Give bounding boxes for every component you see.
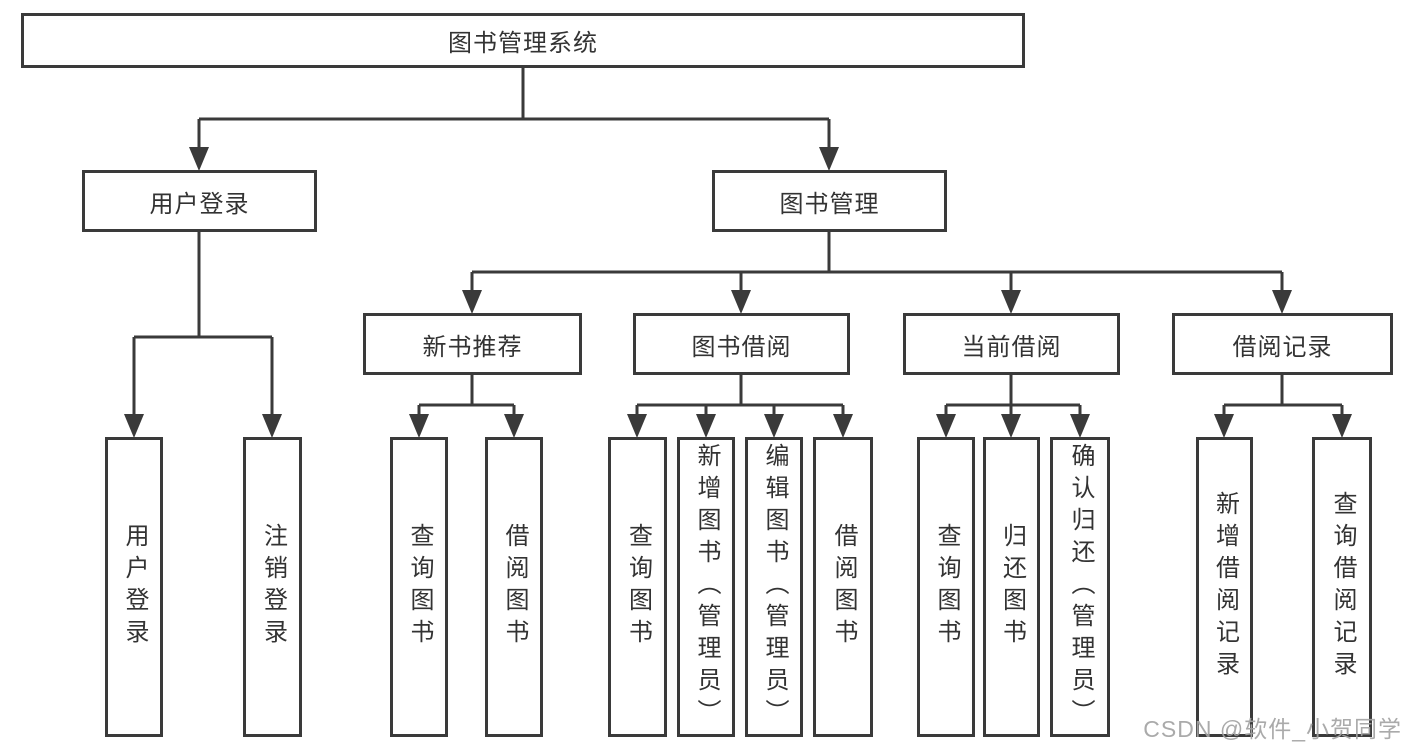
node-label: 图书借阅	[691, 333, 792, 361]
leaf-add-books-admin: 新增图书（管理员）	[677, 437, 735, 737]
node-label: 图书管理系统	[448, 30, 598, 57]
node-label: 借阅图书	[830, 523, 857, 651]
leaf-user-login: 用户登录	[105, 437, 163, 737]
node-label: 新增图书（管理员）	[693, 443, 720, 731]
leaf-borrow-books-recommend: 借阅图书	[485, 437, 543, 737]
leaf-confirm-return-admin: 确认归还（管理员）	[1050, 437, 1110, 737]
leaf-logout: 注销登录	[243, 437, 302, 737]
node-label: 用户登录	[149, 190, 250, 218]
node-current-borrow: 当前借阅	[903, 313, 1120, 375]
node-label: 新增借阅记录	[1211, 491, 1239, 683]
node-label: 确认归还（管理员）	[1067, 443, 1094, 731]
node-label: 借阅记录	[1232, 333, 1333, 361]
node-book-borrow: 图书借阅	[633, 313, 850, 375]
node-label: 注销登录	[259, 523, 287, 651]
node-label: 图书管理	[779, 190, 880, 218]
leaf-add-borrow-record: 新增借阅记录	[1196, 437, 1253, 737]
node-label: 查询图书	[933, 523, 960, 651]
node-user-login: 用户登录	[82, 170, 317, 232]
node-label: 归还图书	[998, 523, 1026, 651]
leaf-query-borrow-record: 查询借阅记录	[1312, 437, 1372, 737]
node-label: 新书推荐	[422, 333, 523, 361]
node-new-book-recommend: 新书推荐	[363, 313, 582, 375]
watermark-text: CSDN @软件_小贺同学	[1143, 716, 1402, 742]
node-label: 借阅图书	[501, 523, 528, 651]
node-label: 查询图书	[624, 523, 652, 651]
arrowhead-icons	[124, 147, 1352, 438]
leaf-query-books-borrow: 查询图书	[608, 437, 667, 737]
node-label: 查询借阅记录	[1329, 491, 1356, 683]
leaf-borrow-books: 借阅图书	[813, 437, 873, 737]
node-label: 编辑图书（管理员）	[761, 443, 788, 731]
leaf-edit-books-admin: 编辑图书（管理员）	[745, 437, 803, 737]
node-book-management: 图书管理	[712, 170, 947, 232]
node-borrow-records: 借阅记录	[1172, 313, 1393, 375]
node-label: 用户登录	[121, 523, 148, 651]
node-book-management-system: 图书管理系统	[21, 13, 1025, 68]
leaf-return-books: 归还图书	[983, 437, 1040, 737]
node-label: 查询图书	[406, 523, 433, 651]
leaf-query-books-recommend: 查询图书	[390, 437, 448, 737]
leaf-query-books-current: 查询图书	[917, 437, 975, 737]
node-label: 当前借阅	[961, 333, 1062, 361]
